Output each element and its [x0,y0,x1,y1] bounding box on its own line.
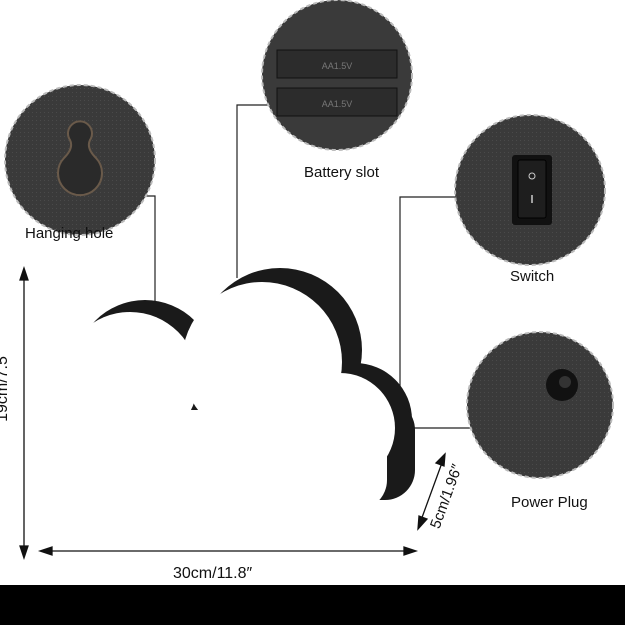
battery-slot-label: Battery slot [304,164,380,181]
battery-slot-detail: AA1.5V AA1.5V [261,0,413,151]
power-plug-detail [466,331,614,479]
height-dimension: 19cm/7.5 [0,356,11,422]
cloud-lamp [42,268,415,510]
dimension-arrows [19,265,446,561]
bottom-black-band [0,585,625,625]
width-dimension: 30cm/11.8″ [173,565,253,582]
hanging-hole-detail [4,84,156,236]
hanging-hole-label: Hanging hole [25,225,114,242]
power-plug-label: Power Plug [511,494,588,511]
battery-marking-1: AA1.5V [322,61,353,71]
battery-marking-2: AA1.5V [322,99,353,109]
switch-label: Switch [510,268,555,285]
switch-detail [454,114,606,266]
